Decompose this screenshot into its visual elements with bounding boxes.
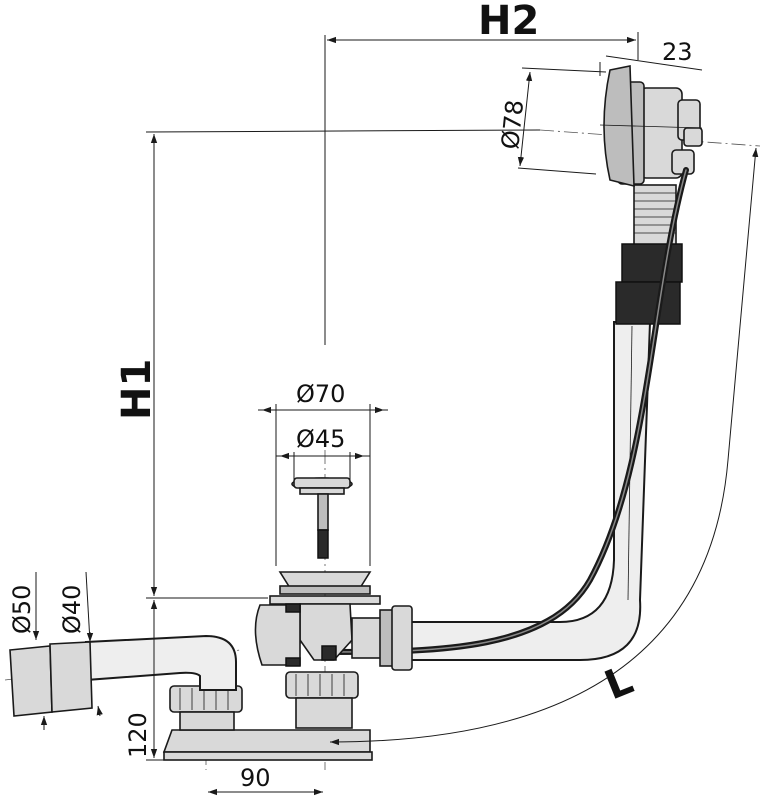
dim-120-label: 120 [124,712,152,758]
dimension-labels: H2 H1 L 23 Ø78 Ø70 Ø45 Ø50 Ø40 120 90 [8,0,693,792]
dim-78-label: Ø78 [496,99,529,151]
h2-label: H2 [478,0,539,44]
dim-50-label: Ø50 [8,585,36,634]
h1-label: H1 [114,359,160,420]
dim-70-label: Ø70 [296,380,345,408]
outlet-connector [9,641,93,717]
dim-23-label: 23 [662,38,693,66]
overflow-pipe [404,321,652,661]
l-label: L [599,657,640,709]
dimension-lines [32,32,759,796]
dim-45-label: Ø45 [296,425,345,453]
overflow-head [599,65,703,325]
dim-40-label: Ø40 [58,585,86,634]
dim-90-label: 90 [240,764,271,792]
